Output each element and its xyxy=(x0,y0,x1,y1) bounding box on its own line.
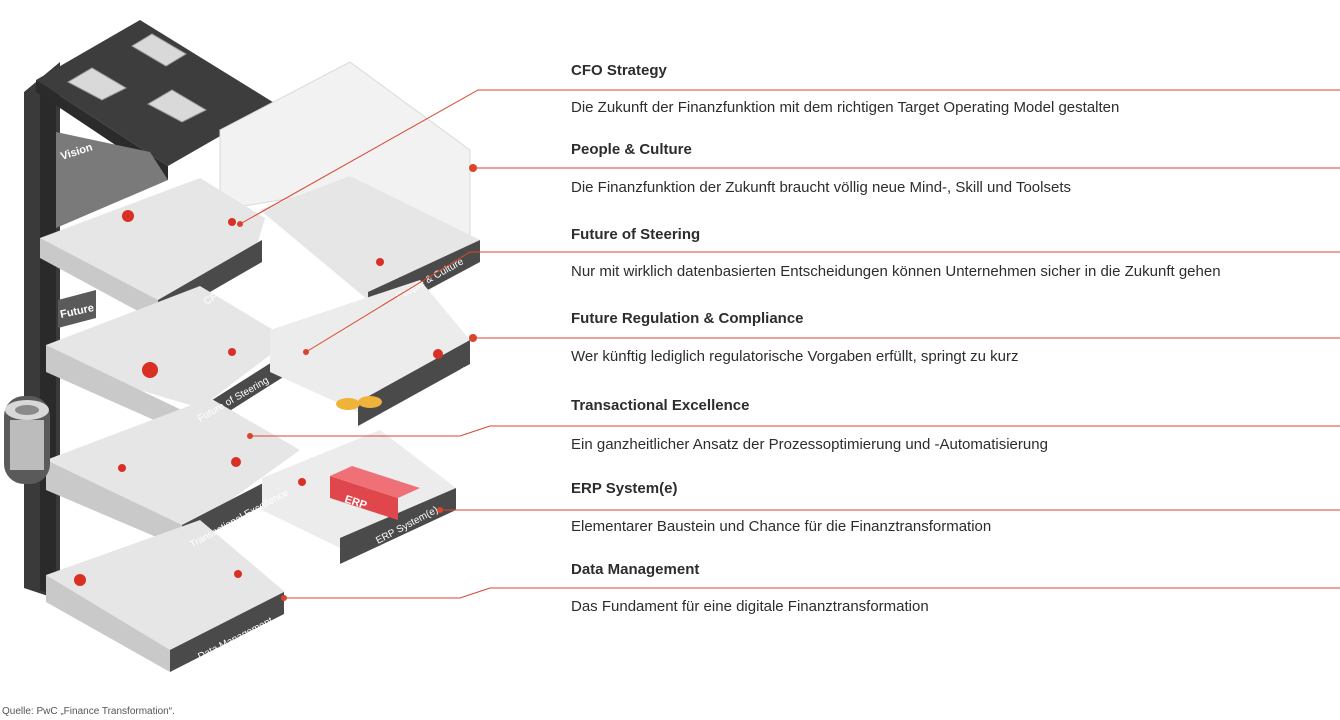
connector-future-steering xyxy=(305,251,1340,353)
topic-description: Die Finanzfunktion der Zukunft braucht v… xyxy=(571,179,1071,196)
topic-description: Das Fundament für eine digitale Finanztr… xyxy=(571,598,929,615)
future-sign: Future xyxy=(58,290,96,328)
topic-title: Transactional Excellence xyxy=(571,397,750,414)
connector-lines xyxy=(239,89,1340,599)
topic-title: Data Management xyxy=(571,561,700,578)
elevator-capsule-icon xyxy=(4,396,50,484)
topic-title: CFO Strategy xyxy=(571,62,667,79)
topic-description: Nur mit wirklich datenbasierten Entschei… xyxy=(571,263,1221,280)
floor-future-regulation xyxy=(270,280,470,426)
topic-description: Ein ganzheitlicher Ansatz der Prozessopt… xyxy=(571,436,1048,453)
connector-transactional-excellence xyxy=(250,425,1340,437)
topic-title: Future of Steering xyxy=(571,226,701,243)
roof xyxy=(36,20,276,166)
tower-core-edge xyxy=(40,80,56,596)
source-note: Quelle: PwC „Finance Transformation“. xyxy=(2,706,175,717)
topic-title: Future Regulation & Compliance xyxy=(571,310,804,327)
topic-description: Wer künftig lediglich regulatorische Vor… xyxy=(571,348,1019,365)
topic-title: ERP System(e) xyxy=(571,480,678,497)
connector-dots xyxy=(237,164,477,601)
coin-stack-icon xyxy=(336,396,382,410)
connector-cfo-strategy xyxy=(239,89,1340,225)
connector-data-management xyxy=(284,587,1340,599)
floor-data-management xyxy=(46,520,285,672)
topic-title: People & Culture xyxy=(571,141,692,158)
solar-panels-icon xyxy=(66,33,208,123)
topic-description: Die Zukunft der Finanzfunktion mit dem r… xyxy=(571,99,1120,116)
vision-wall xyxy=(56,132,168,228)
floor-transactional-excellence xyxy=(46,398,300,548)
scene-accents xyxy=(74,210,443,586)
topic-description: Elementarer Baustein und Chance für die … xyxy=(571,518,992,535)
